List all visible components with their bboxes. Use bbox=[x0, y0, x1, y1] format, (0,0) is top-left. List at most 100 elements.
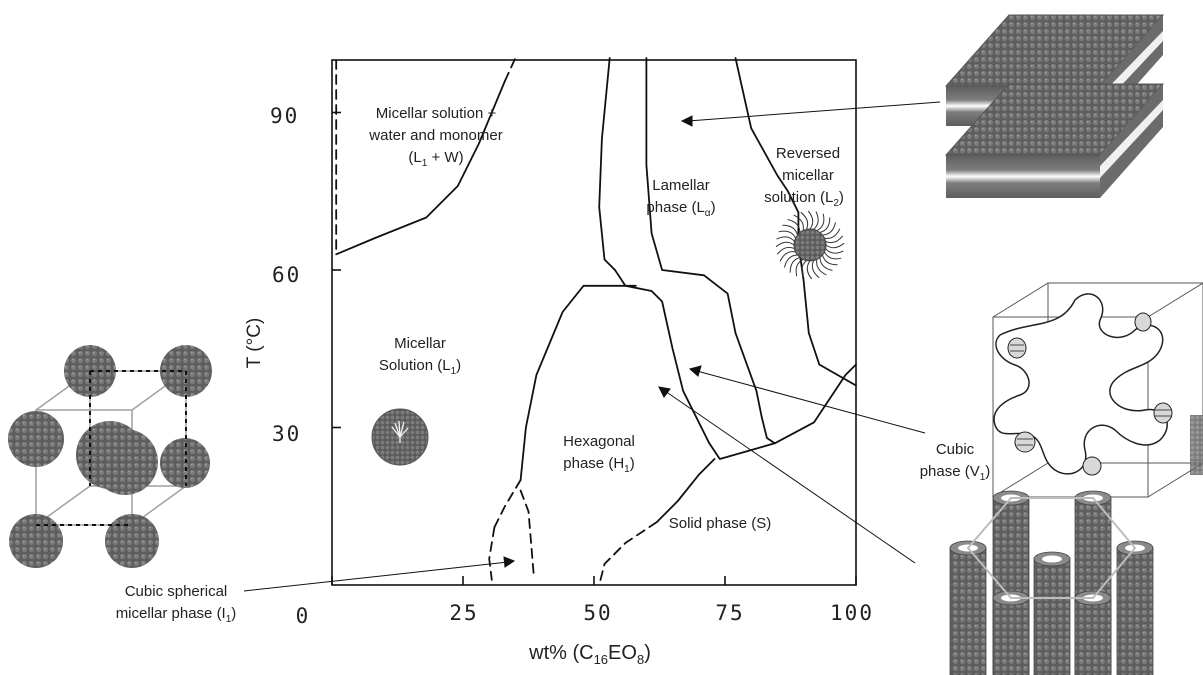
xtick-label-100: 100 bbox=[830, 601, 874, 625]
lipid-tail bbox=[824, 228, 841, 239]
cylinder-core bbox=[1042, 555, 1062, 563]
axis-ticks bbox=[331, 111, 857, 585]
y-axis-label: T (°C) bbox=[244, 318, 265, 369]
lipid-tail bbox=[819, 217, 831, 233]
cubic-bicontinuous-illustration bbox=[992, 282, 1203, 498]
lipid-tail bbox=[784, 254, 798, 268]
lipid-tail bbox=[779, 251, 796, 262]
svg-text:phase (V1): phase (V1) bbox=[920, 463, 991, 483]
phase-boundary-8 bbox=[614, 269, 711, 445]
lipid-tail bbox=[787, 219, 801, 233]
xtick-label-50: 50 bbox=[583, 601, 612, 625]
reversed-micelle-icon bbox=[775, 210, 845, 280]
phase-boundary-1 bbox=[335, 80, 506, 256]
arrow-cubic-spherical bbox=[243, 561, 509, 592]
xtick-label-0: 0 bbox=[296, 604, 309, 628]
ytick-label-30: 30 bbox=[272, 422, 301, 446]
svg-text:Micellar solution +: Micellar solution + bbox=[376, 105, 497, 122]
svg-text:Cubic: Cubic bbox=[936, 441, 975, 458]
lipid-tail bbox=[823, 251, 842, 260]
lipid-tail bbox=[801, 260, 807, 279]
svg-text:Micellar: Micellar bbox=[394, 335, 446, 352]
lipid-tail bbox=[776, 246, 795, 255]
phase-boundary-11 bbox=[493, 479, 522, 529]
lipid-tail bbox=[806, 260, 813, 280]
lipid-tail bbox=[778, 230, 797, 239]
label-cubic-phase: Cubic phase (V1) bbox=[920, 441, 991, 483]
arrow-cubic bbox=[696, 370, 926, 434]
x-axis-label: wt% (C16EO8) bbox=[528, 642, 651, 667]
svg-text:phase (Lα): phase (Lα) bbox=[646, 199, 715, 219]
micelle-icon bbox=[371, 408, 429, 466]
lipid-tail bbox=[825, 248, 844, 254]
lipid-tail bbox=[819, 257, 833, 271]
lipid-tail bbox=[816, 259, 827, 276]
svg-text:Reversed: Reversed bbox=[776, 145, 840, 162]
arrow-hexagonal bbox=[664, 390, 916, 564]
svg-text:Solution (L1): Solution (L1) bbox=[379, 357, 461, 377]
phase-boundary-3 bbox=[598, 57, 616, 271]
phase-boundary-5 bbox=[734, 332, 776, 445]
svg-text:solution (L2): solution (L2) bbox=[764, 189, 844, 209]
label-lamellar: Lamellar phase (Lα) bbox=[646, 177, 715, 219]
lipid-tail bbox=[776, 236, 795, 242]
hexagonal-cylinders-illustration bbox=[949, 490, 1154, 675]
lipid-tail bbox=[822, 222, 836, 236]
phase-boundary-6 bbox=[734, 57, 821, 366]
lipid-tail bbox=[793, 214, 804, 231]
arrow-lamellar bbox=[687, 101, 941, 122]
label-reversed-micellar: Reversed micellar solution (L2) bbox=[764, 145, 844, 209]
label-micellar-water: Micellar solution + water and monomer (L… bbox=[368, 105, 502, 169]
arrowhead-cubic-spherical bbox=[503, 556, 516, 568]
lamellar-illustration bbox=[944, 14, 1165, 198]
lipid-tail bbox=[811, 260, 820, 279]
lipid-tail bbox=[813, 211, 819, 230]
phase-boundary-12 bbox=[488, 526, 496, 581]
label-micellar-solution: Micellar Solution (L1) bbox=[379, 335, 461, 377]
label-cubic-spherical: Cubic spherical micellar phase (I1) bbox=[116, 583, 237, 625]
lipid-tail bbox=[825, 235, 844, 244]
label-solid-phase: Solid phase (S) bbox=[669, 515, 772, 532]
svg-text:water and monomer: water and monomer bbox=[368, 127, 502, 144]
svg-text:phase (H1): phase (H1) bbox=[563, 455, 634, 475]
svg-text:Hexagonal: Hexagonal bbox=[563, 433, 635, 450]
svg-text:micellar: micellar bbox=[782, 167, 834, 184]
cylinder-body bbox=[949, 547, 987, 675]
arrowhead-lamellar bbox=[680, 115, 693, 127]
lipid-tail bbox=[782, 224, 798, 236]
lipid-tail bbox=[789, 257, 801, 273]
lipid-tail bbox=[825, 242, 845, 249]
phase-boundary-10 bbox=[519, 284, 637, 481]
lamellar-sheet-bottom bbox=[944, 83, 1165, 198]
arrowhead-cubic bbox=[688, 365, 702, 377]
phase-boundary-13 bbox=[519, 489, 535, 576]
ytick-label-90: 90 bbox=[270, 104, 299, 128]
ytick-label-60: 60 bbox=[272, 263, 301, 287]
lipid-tail bbox=[800, 211, 809, 230]
svg-text:micellar phase (I1): micellar phase (I1) bbox=[116, 605, 237, 625]
label-hexagonal: Hexagonal phase (H1) bbox=[563, 433, 635, 475]
cylinder-body bbox=[1033, 558, 1071, 675]
phase-boundary-2 bbox=[504, 57, 517, 82]
lipid-tail bbox=[816, 213, 825, 232]
annotation-arrows bbox=[243, 101, 941, 592]
cylinder-body bbox=[1074, 597, 1112, 675]
phase-boundaries bbox=[335, 57, 857, 586]
phase-boundary-7 bbox=[818, 363, 857, 387]
phase-boundary-15 bbox=[598, 521, 658, 586]
phase-boundary-9 bbox=[708, 363, 857, 460]
arrowhead-hexagonal bbox=[658, 386, 671, 398]
svg-text:Cubic spherical: Cubic spherical bbox=[125, 583, 228, 600]
cylinder-body bbox=[992, 597, 1030, 675]
lipid-tail bbox=[775, 241, 795, 248]
xtick-label-75: 75 bbox=[715, 601, 744, 625]
svg-text:(L1 + W): (L1 + W) bbox=[408, 149, 463, 169]
phase-boundary-14 bbox=[656, 458, 716, 523]
lipid-tail bbox=[807, 210, 814, 230]
lipid-tail bbox=[795, 258, 804, 277]
hexagon-outline bbox=[966, 497, 1137, 599]
svg-text:Lamellar: Lamellar bbox=[652, 177, 710, 194]
xtick-label-25: 25 bbox=[449, 601, 478, 625]
cubic-spherical-lattice-illustration bbox=[8, 345, 212, 568]
